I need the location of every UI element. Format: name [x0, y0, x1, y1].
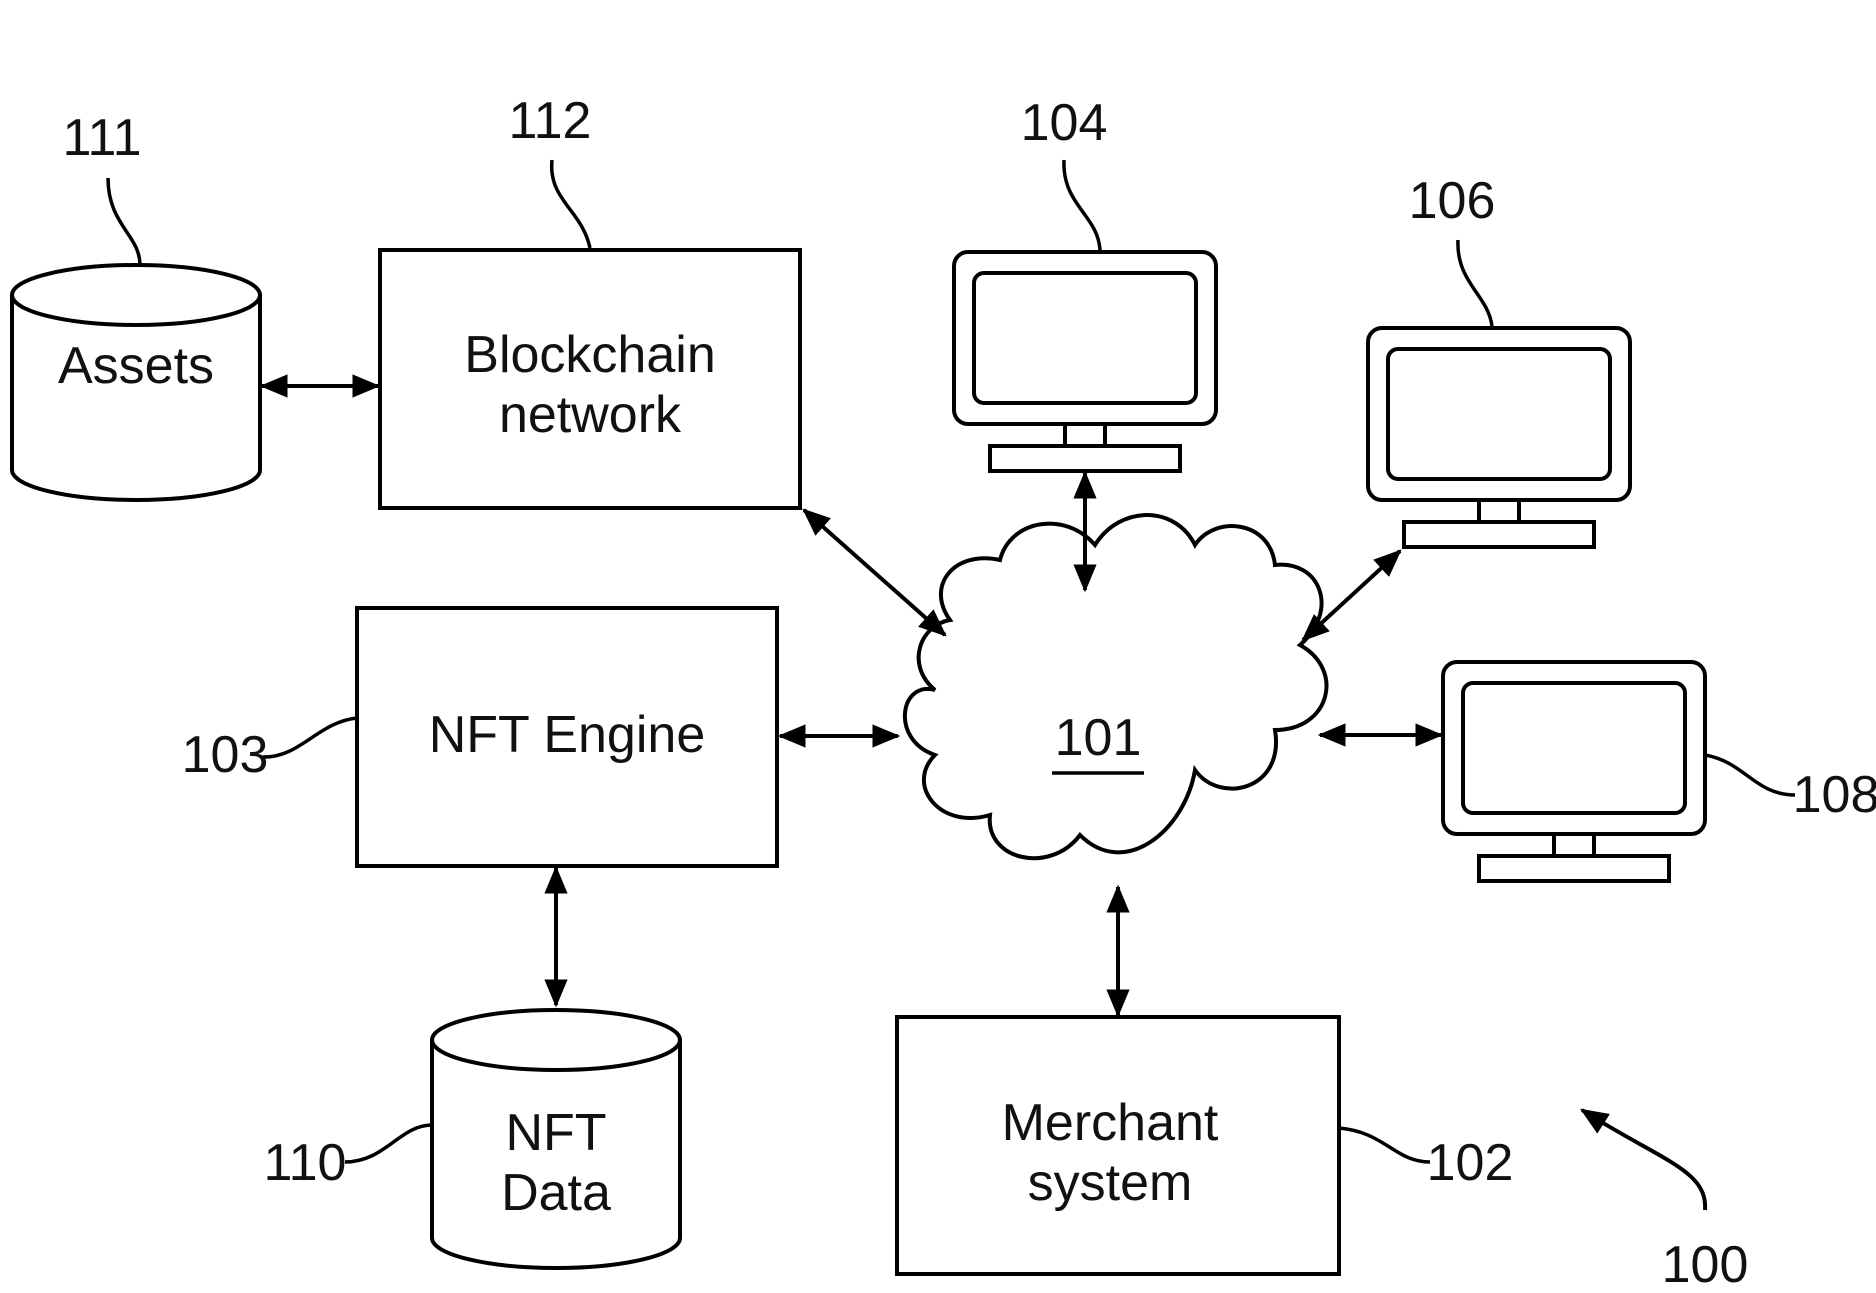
blockchain-network-box: Blockchain network [380, 250, 800, 508]
assets-ref-leader [108, 178, 140, 265]
terminal-108-monitor-icon [1443, 662, 1705, 881]
assets-database: Assets [12, 265, 260, 500]
merchant-label-line1: Merchant [1002, 1094, 1219, 1152]
blockchain-label-line2: network [499, 386, 682, 444]
assets-label: Assets [58, 337, 214, 395]
nft-data-label-line1: NFT [505, 1104, 606, 1162]
merchant-system-box: Merchant system [897, 1017, 1339, 1274]
network-ref: 101 [1055, 709, 1142, 767]
nft-engine-box: NFT Engine [357, 608, 777, 866]
blockchain-ref-leader [552, 160, 590, 248]
arrow-blockchain-network [804, 510, 945, 635]
nft-engine-label: NFT Engine [429, 706, 706, 764]
terminal-104-ref: 104 [1021, 94, 1108, 152]
nft-data-ref-leader [345, 1125, 432, 1162]
network-cloud: 101 [905, 515, 1327, 858]
terminal-108-ref-leader [1705, 755, 1795, 795]
terminal-104-monitor-icon [954, 252, 1216, 471]
nft-engine-ref: 103 [182, 726, 269, 784]
terminal-108-ref: 108 [1793, 766, 1876, 824]
terminal-106-monitor-icon [1368, 328, 1630, 547]
assets-ref: 111 [62, 109, 141, 167]
merchant-ref: 102 [1427, 1134, 1514, 1192]
nft-data-label-line2: Data [501, 1164, 611, 1222]
merchant-label-line2: system [1028, 1154, 1193, 1212]
merchant-ref-leader [1339, 1128, 1430, 1162]
terminal-104-ref-leader [1064, 160, 1100, 250]
blockchain-ref: 112 [509, 92, 592, 150]
figure-ref: 100 [1662, 1236, 1749, 1293]
terminal-106-ref: 106 [1409, 172, 1496, 230]
terminal-106-ref-leader [1458, 240, 1492, 326]
nft-engine-ref-leader [263, 718, 357, 757]
nft-data-ref: 110 [264, 1134, 347, 1192]
blockchain-label-line1: Blockchain [464, 326, 715, 384]
nft-data-database: NFT Data [432, 1010, 680, 1268]
figure-ref-pointer [1582, 1110, 1705, 1210]
